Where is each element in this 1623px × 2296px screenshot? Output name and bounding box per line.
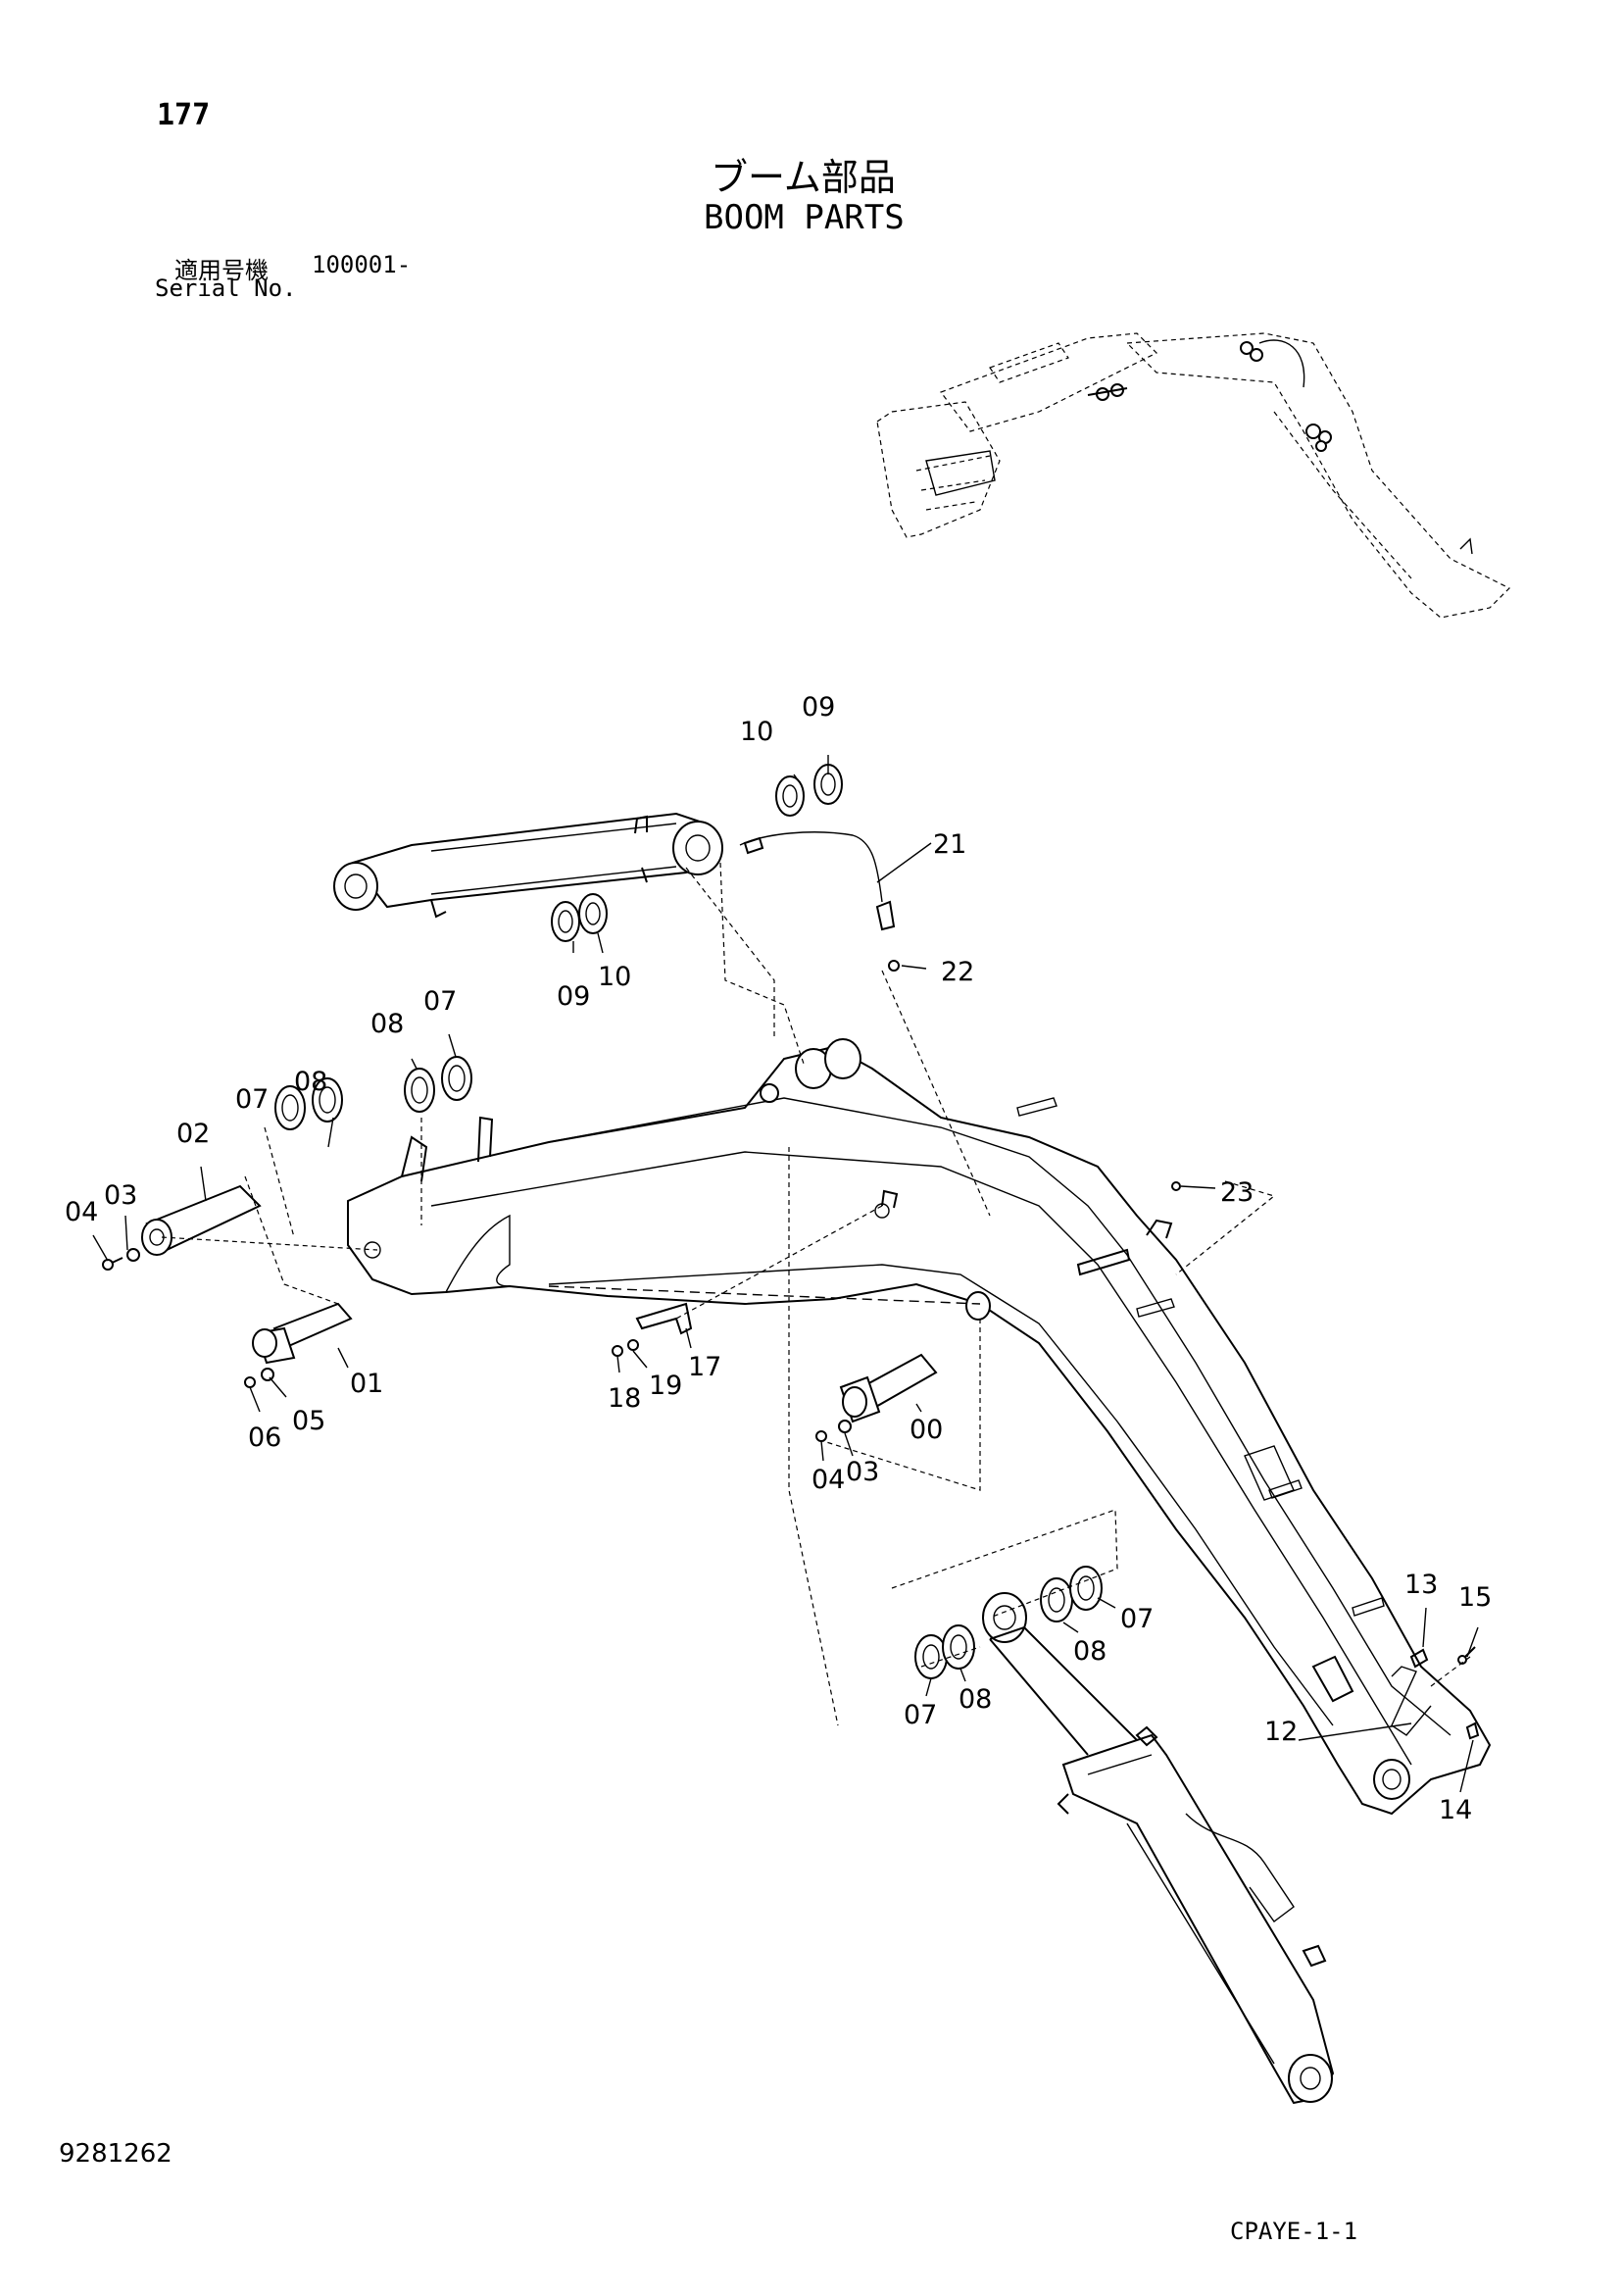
- callout-08-left: 08: [294, 1067, 327, 1097]
- callout-05: 05: [292, 1406, 325, 1436]
- callout-06: 06: [248, 1423, 281, 1453]
- page-title-japanese: ブーム部品: [711, 156, 896, 199]
- callout-12: 12: [1264, 1717, 1298, 1747]
- page-title: BOOM PARTS: [704, 198, 905, 237]
- callout-02: 02: [176, 1119, 210, 1149]
- callout-22: 22: [941, 957, 974, 987]
- callout-23: 23: [1220, 1177, 1254, 1208]
- callout-04-left: 04: [65, 1197, 98, 1227]
- callout-00: 00: [910, 1415, 943, 1445]
- serial-range: 100001-: [312, 251, 412, 278]
- callout-07-bottom-right: 07: [1120, 1604, 1154, 1634]
- callout-14: 14: [1439, 1795, 1472, 1825]
- callout-03-left: 03: [104, 1180, 137, 1211]
- callout-13: 13: [1404, 1570, 1438, 1600]
- assembly-lines: [161, 862, 1471, 1726]
- serial-label: Serial No.: [155, 275, 297, 302]
- callout-10-lower: 10: [598, 962, 631, 992]
- callout-10-top: 10: [740, 717, 773, 747]
- small-parts: [102, 764, 1476, 1679]
- callout-07-upper: 07: [423, 986, 457, 1017]
- callout-19: 19: [649, 1371, 682, 1401]
- callout-21: 21: [933, 829, 966, 860]
- callout-09-lower: 09: [557, 981, 590, 1012]
- serial-label-japanese: 適用号機: [174, 257, 269, 284]
- callout-17: 17: [688, 1352, 721, 1382]
- drawing-number: 9281262: [59, 2139, 172, 2169]
- callout-labels: 10 09 21 22 09 10 08 07 07 08 02 03 04 2…: [65, 692, 1492, 1825]
- callout-07-left: 07: [235, 1084, 269, 1115]
- callout-18: 18: [608, 1383, 641, 1414]
- arm-cylinder: [333, 812, 723, 919]
- figure-code: CPAYE-1-1: [1230, 2218, 1358, 2245]
- callout-08-bottom-right: 08: [1073, 1636, 1107, 1667]
- leader-lines: [92, 755, 1479, 1793]
- boom-body: [347, 1038, 1492, 1816]
- callout-04-bottom: 04: [812, 1465, 845, 1495]
- callout-08-upper: 08: [370, 1009, 404, 1039]
- boom-cylinder: [982, 1592, 1335, 2105]
- callout-07-bottom-left: 07: [904, 1700, 937, 1730]
- page-number: 177: [157, 98, 211, 132]
- location-thumbnail: [876, 332, 1511, 619]
- callout-08-bottom-left: 08: [959, 1684, 992, 1715]
- callout-01: 01: [350, 1369, 383, 1399]
- callout-09-top: 09: [802, 692, 835, 723]
- callout-03-bottom: 03: [846, 1457, 879, 1487]
- callout-15: 15: [1458, 1582, 1492, 1613]
